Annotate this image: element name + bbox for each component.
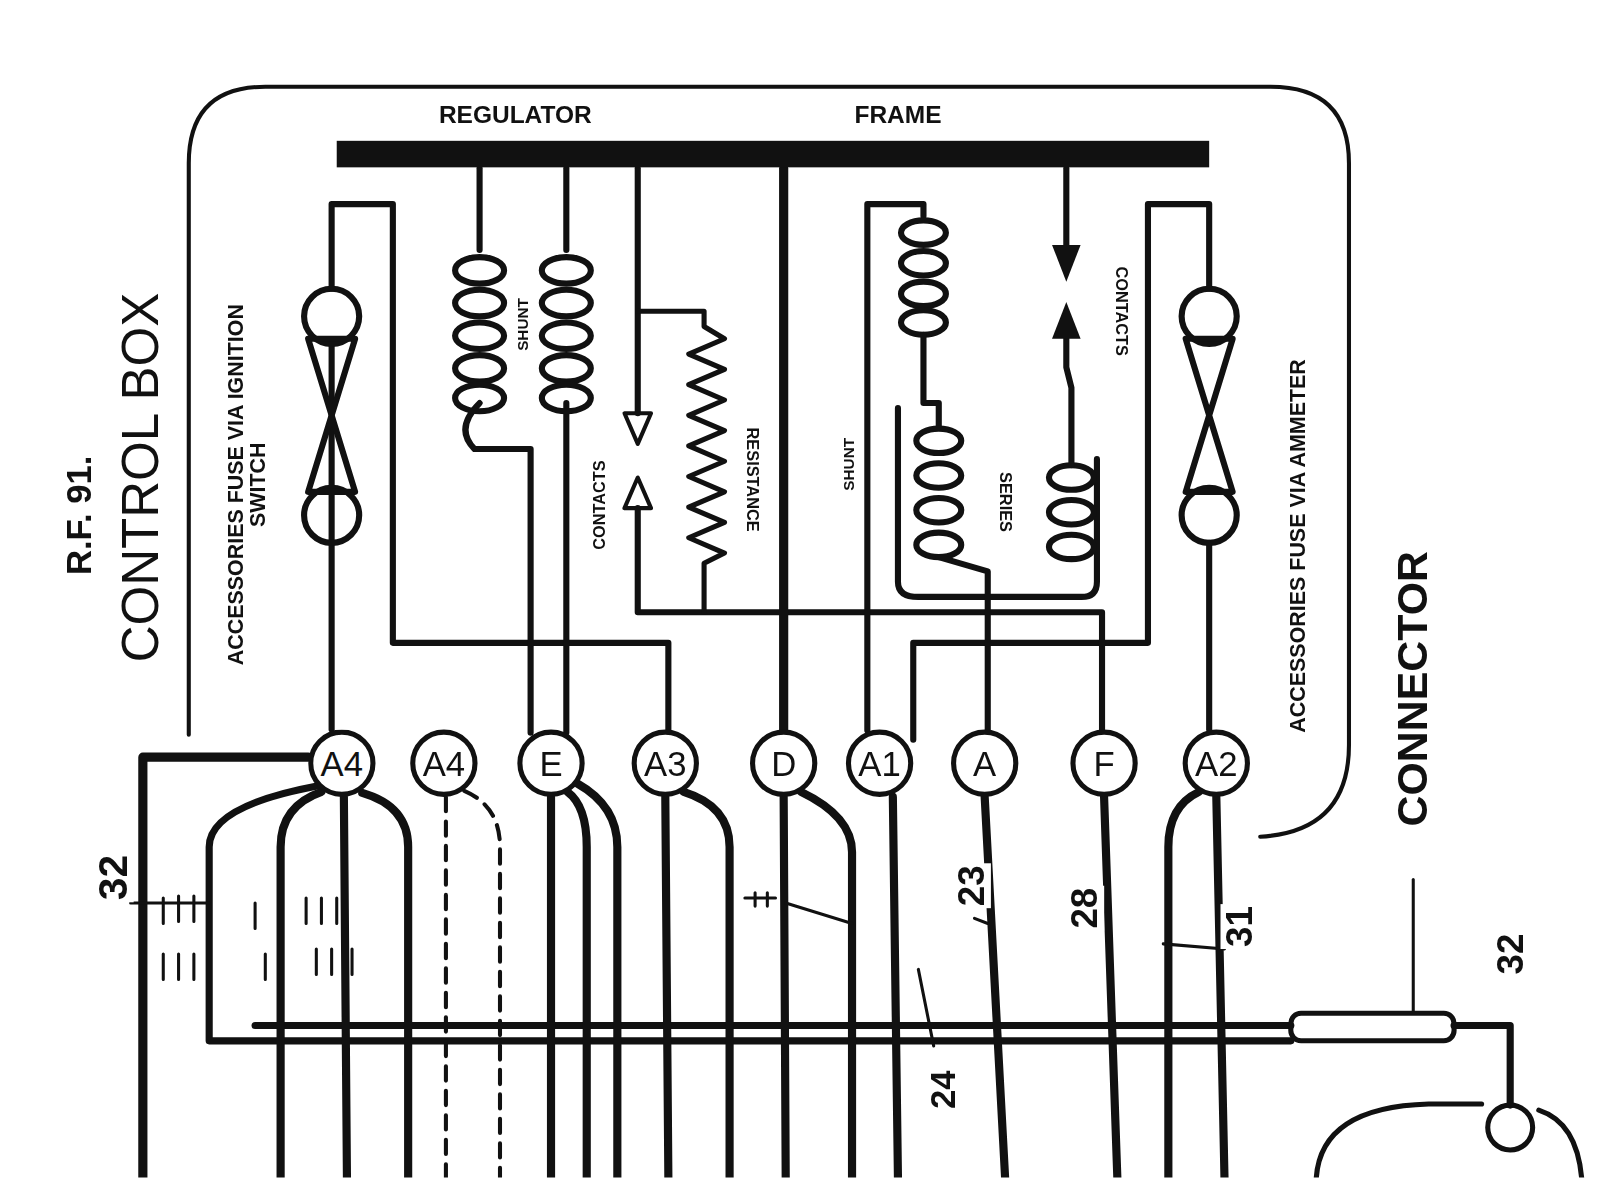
terminal-circle: A xyxy=(951,730,1018,797)
terminal-circle: F xyxy=(1070,730,1137,797)
terminal-label: A xyxy=(973,746,996,781)
coil-label: SERIES xyxy=(997,470,1014,534)
terminal-circle: A4 xyxy=(410,730,477,797)
terminal-circle: D xyxy=(750,730,817,797)
terminal-label: F xyxy=(1093,746,1114,781)
callout-number: 32 xyxy=(1491,932,1530,977)
terminal-circle: A4 xyxy=(308,730,375,797)
model-number: R.F. 91. xyxy=(61,453,97,577)
callout-number: 28 xyxy=(1065,886,1104,931)
callout-number: 31 xyxy=(1221,904,1260,949)
terminal-label: A4 xyxy=(321,746,363,781)
terminal-label: A2 xyxy=(1195,746,1237,781)
contacts-label: CONTACTS xyxy=(591,458,608,552)
coil-label: SHUNT xyxy=(841,436,857,493)
resistor-label: RESISTANCE xyxy=(743,426,760,534)
fuse-note: ACCESSORIES FUSE VIA AMMETER xyxy=(1287,355,1309,737)
fuse-note: ACCESSORIES FUSE VIA IGNITION SWITCH xyxy=(224,294,269,676)
terminal-label: A1 xyxy=(858,746,900,781)
connector-label: CONNECTOR xyxy=(1391,549,1436,828)
part-name: FRAME xyxy=(852,101,943,127)
terminal-circle: A2 xyxy=(1183,730,1250,797)
terminal-circle: A3 xyxy=(632,730,699,797)
callout-number: 24 xyxy=(926,1068,962,1111)
callout-number: 32 xyxy=(91,853,134,902)
terminal-circle: A1 xyxy=(846,730,913,797)
diagram-title: CONTROL BOX xyxy=(114,291,168,665)
terminal-label: D xyxy=(771,746,796,781)
contacts-label: CONTACTS xyxy=(1112,264,1129,358)
callout-number: 23 xyxy=(952,863,991,908)
part-name: REGULATOR xyxy=(437,101,594,127)
terminal-circle: E xyxy=(517,730,584,797)
terminal-label: E xyxy=(539,746,562,781)
terminal-label: A4 xyxy=(423,746,465,781)
coil-label: SHUNT xyxy=(514,296,530,353)
terminal-label: A3 xyxy=(644,746,686,781)
